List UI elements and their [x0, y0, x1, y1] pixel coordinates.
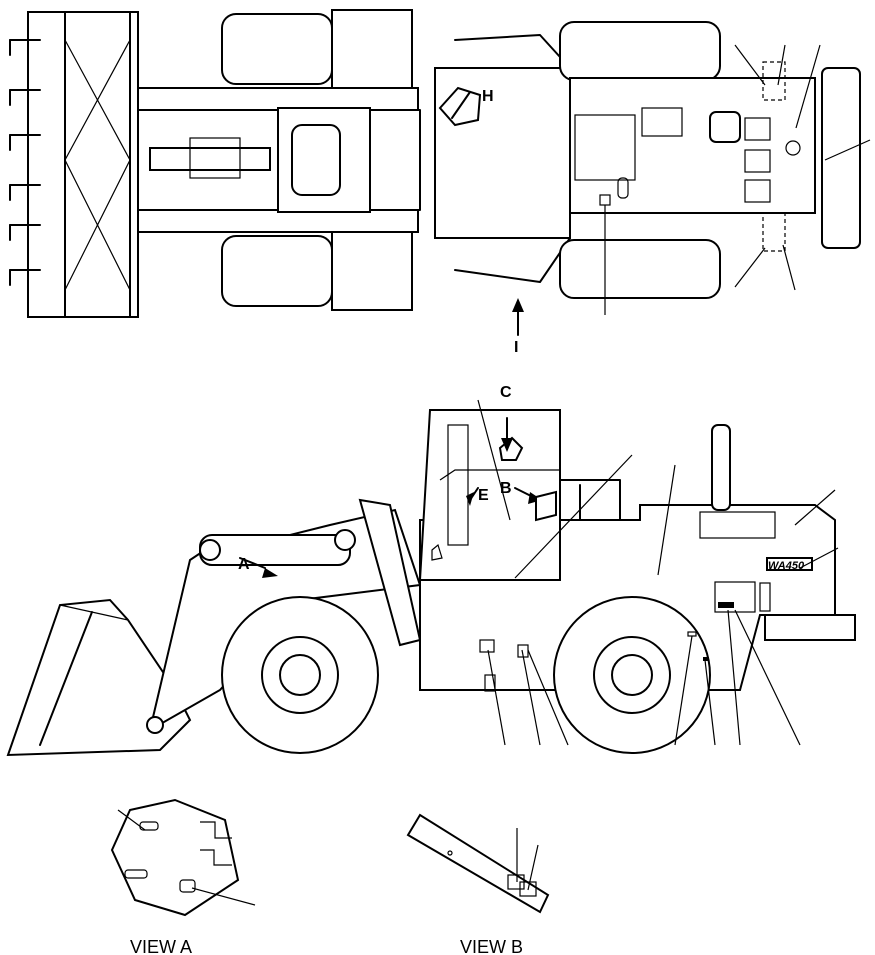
top-lift-arms: [137, 87, 419, 233]
caption-view-b: VIEW B: [460, 937, 523, 955]
top-view: H: [9, 9, 871, 356]
label-view-c: C: [500, 384, 512, 401]
top-bucket: [9, 11, 139, 318]
top-leaders: [604, 44, 871, 315]
side-leaders: [477, 399, 839, 746]
top-engine-hood: [569, 61, 861, 252]
top-rear-tires: [559, 21, 721, 299]
side-lift-arm: A: [146, 498, 422, 734]
side-rear-wheel: [553, 596, 711, 754]
label-view-b: B: [500, 480, 512, 497]
side-cab: C E B: [418, 384, 561, 581]
label-view-h: H: [482, 88, 494, 105]
side-decal-markers: [479, 582, 771, 692]
view-a-detail: VIEW A: [110, 798, 256, 955]
top-cab: H: [434, 34, 571, 283]
label-view-a: A: [238, 556, 250, 573]
side-front-wheel: [221, 596, 379, 754]
model-badge: WA450: [768, 560, 805, 572]
caption-view-a: VIEW A: [130, 937, 192, 955]
top-front-frame: [277, 107, 421, 213]
side-view: A WA450 C E B: [6, 384, 856, 757]
side-bucket: [6, 598, 192, 757]
side-handrail: [559, 479, 621, 521]
view-i-arrow: I: [512, 298, 524, 356]
label-view-e: E: [478, 487, 489, 504]
view-b-detail: VIEW B: [406, 813, 550, 955]
label-view-i: I: [514, 339, 518, 356]
top-front-tires: [221, 9, 413, 311]
